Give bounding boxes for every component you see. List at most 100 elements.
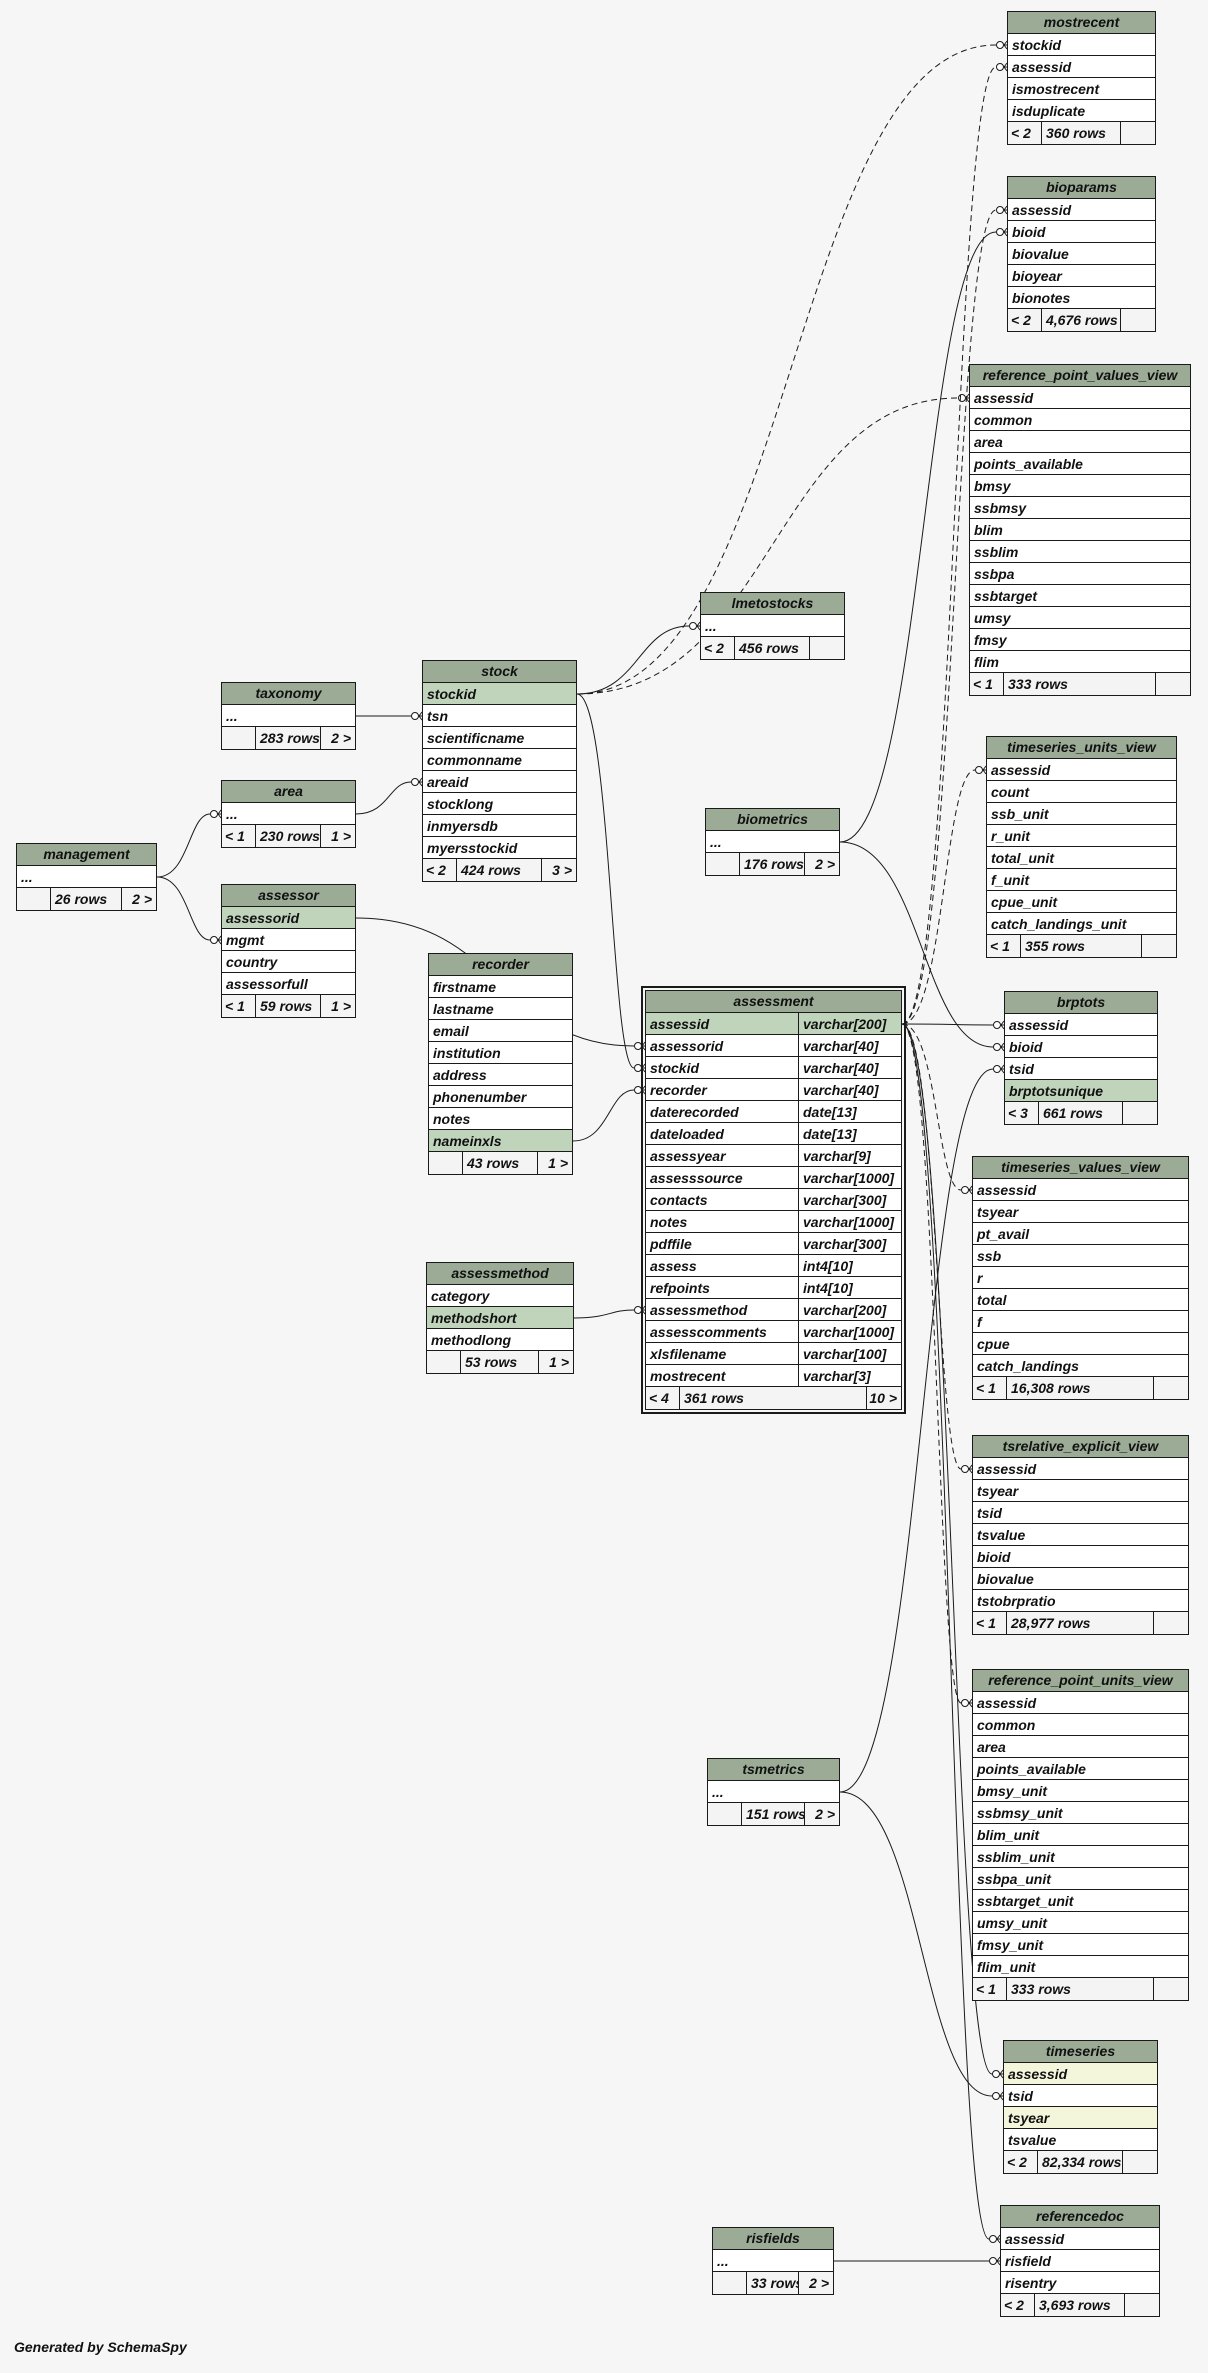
relationship-edge bbox=[156, 876, 211, 941]
many-end-marker bbox=[641, 1041, 646, 1051]
table-title: reference_point_values_view bbox=[970, 365, 1190, 387]
column-name: stockid bbox=[1012, 37, 1062, 53]
relationship-edge bbox=[901, 1023, 993, 2075]
column-name: scientificname bbox=[427, 730, 525, 746]
many-end-marker bbox=[1003, 62, 1008, 72]
column-name: assessorid bbox=[226, 910, 300, 926]
column-name: isduplicate bbox=[1012, 103, 1086, 119]
column-name: ... bbox=[226, 806, 238, 822]
column-row: risfield bbox=[1001, 2250, 1159, 2272]
column-name: assessid bbox=[1008, 2066, 1068, 2082]
children-count bbox=[1154, 1978, 1188, 2000]
column-row: bioid bbox=[973, 1546, 1188, 1568]
optional-end-marker bbox=[996, 41, 1004, 49]
children-count bbox=[1154, 1612, 1188, 1634]
column-row: lastname bbox=[429, 998, 572, 1020]
column-name: recorder bbox=[650, 1082, 707, 1098]
column-name: ... bbox=[717, 2253, 729, 2269]
parents-count: < 2 bbox=[701, 637, 735, 659]
many-end-marker bbox=[1000, 1064, 1005, 1074]
column-name: total_unit bbox=[991, 850, 1054, 866]
column-name: bmsy_unit bbox=[977, 1783, 1048, 1799]
column-row: area bbox=[970, 431, 1190, 453]
table-title: referencedoc bbox=[1001, 2206, 1159, 2228]
column-name: flim bbox=[974, 654, 999, 670]
column-name: assess bbox=[650, 1258, 697, 1274]
column-row: ... bbox=[701, 615, 844, 637]
parents-count bbox=[17, 888, 51, 910]
column-row: assessid bbox=[970, 387, 1190, 409]
column-name: assessorfull bbox=[226, 976, 308, 992]
column-row: address bbox=[429, 1064, 572, 1086]
row-count: 333 rows bbox=[1004, 673, 1156, 695]
column-name: tsvalue bbox=[1008, 2132, 1057, 2148]
column-row: tstobrpratio bbox=[973, 1590, 1188, 1612]
column-row: ssbpa bbox=[970, 563, 1190, 585]
optional-end-marker bbox=[992, 2070, 1000, 2078]
column-row: ssb bbox=[973, 1245, 1188, 1267]
parents-count: < 2 bbox=[1004, 2151, 1038, 2173]
column-name: catch_landings bbox=[977, 1358, 1079, 1374]
column-type: varchar[100] bbox=[798, 1343, 901, 1364]
column-name: methodshort bbox=[431, 1310, 517, 1326]
table-title: timeseries_values_view bbox=[973, 1157, 1188, 1179]
row-count: 661 rows bbox=[1039, 1102, 1123, 1124]
table-title: assessor bbox=[222, 885, 355, 907]
column-name: bioid bbox=[1009, 1039, 1043, 1055]
column-type: varchar[200] bbox=[798, 1013, 901, 1034]
parents-count bbox=[429, 1152, 463, 1174]
row-count: 28,977 rows bbox=[1007, 1612, 1154, 1634]
optional-end-marker bbox=[961, 1186, 969, 1194]
column-name: count bbox=[991, 784, 1030, 800]
table-title: taxonomy bbox=[222, 683, 355, 705]
optional-end-marker bbox=[993, 1021, 1001, 1029]
column-row: tsid bbox=[1004, 2085, 1157, 2107]
column-name: assessid bbox=[1009, 1017, 1069, 1033]
column-name: fmsy bbox=[974, 632, 1007, 648]
column-row: institution bbox=[429, 1042, 572, 1064]
column-row: assessid bbox=[1001, 2228, 1159, 2250]
relationship-edge bbox=[156, 813, 211, 878]
column-name: inmyersdb bbox=[427, 818, 498, 834]
children-count: 3 > bbox=[552, 862, 572, 878]
column-type: varchar[40] bbox=[798, 1057, 901, 1078]
column-row: ... bbox=[706, 831, 839, 853]
optional-end-marker bbox=[634, 1064, 642, 1072]
column-name: biovalue bbox=[977, 1571, 1034, 1587]
column-row: assessid bbox=[1008, 199, 1155, 221]
column-name: myersstockid bbox=[427, 840, 518, 856]
column-name: assessid bbox=[1005, 2231, 1065, 2247]
column-name: ssbmsy bbox=[974, 500, 1027, 516]
table-title: assessment bbox=[646, 991, 901, 1013]
column-row: assessid bbox=[1008, 56, 1155, 78]
column-row: stocklong bbox=[423, 793, 576, 815]
column-type: varchar[1000] bbox=[798, 1167, 901, 1188]
column-name: phonenumber bbox=[433, 1089, 527, 1105]
optional-end-marker bbox=[634, 1086, 642, 1094]
column-row: methodshort bbox=[427, 1307, 573, 1329]
many-end-marker bbox=[641, 1063, 646, 1073]
column-name: biovalue bbox=[1012, 246, 1069, 262]
column-name: pdffile bbox=[650, 1236, 692, 1252]
row-count: 43 rows bbox=[463, 1152, 538, 1174]
children-count bbox=[1123, 2151, 1157, 2173]
column-type: varchar[300] bbox=[798, 1233, 901, 1254]
optional-end-marker bbox=[989, 2235, 997, 2243]
column-name: ssbpa_unit bbox=[977, 1871, 1051, 1887]
column-row: total bbox=[973, 1289, 1188, 1311]
row-count: 360 rows bbox=[1042, 122, 1121, 144]
column-name: ... bbox=[710, 834, 722, 850]
column-name: catch_landings_unit bbox=[991, 916, 1127, 932]
column-row: fmsy_unit bbox=[973, 1934, 1188, 1956]
column-row: commonname bbox=[423, 749, 576, 771]
column-name: points_available bbox=[974, 456, 1083, 472]
column-name: assessid bbox=[977, 1695, 1037, 1711]
column-row: assessid bbox=[1004, 2063, 1157, 2085]
